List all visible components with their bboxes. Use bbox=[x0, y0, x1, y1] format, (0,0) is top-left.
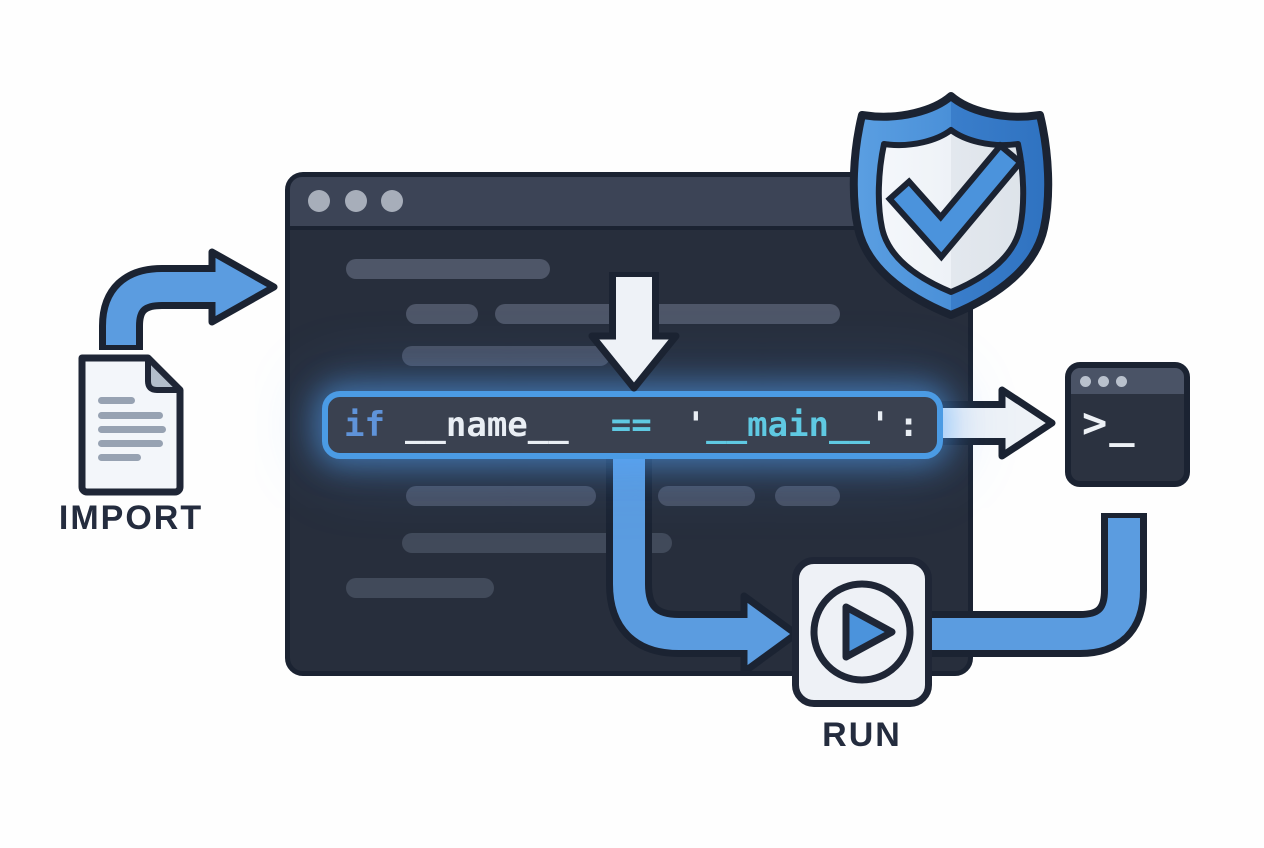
document-text-line bbox=[98, 412, 163, 419]
code-line-placeholder bbox=[402, 533, 672, 553]
code-token-keyword: if bbox=[344, 405, 385, 445]
code-token-colon: : bbox=[898, 405, 919, 445]
window-control-dot-icon bbox=[308, 190, 330, 212]
terminal-dot-icon bbox=[1080, 376, 1091, 387]
terminal-icon: >_ bbox=[1065, 362, 1190, 487]
play-circle-icon bbox=[810, 580, 914, 684]
terminal-dot-icon bbox=[1098, 376, 1109, 387]
code-token-close-quote: ' bbox=[869, 405, 891, 445]
window-control-dot-icon bbox=[345, 190, 367, 212]
document-icon bbox=[78, 354, 184, 496]
code-line-placeholder bbox=[495, 304, 840, 324]
run-button bbox=[792, 557, 932, 707]
code-token-operator: == bbox=[610, 405, 652, 445]
code-line-placeholder bbox=[402, 346, 610, 366]
terminal-dot-icon bbox=[1116, 376, 1127, 387]
document-text-line bbox=[98, 397, 135, 404]
terminal-titlebar bbox=[1071, 368, 1184, 394]
code-token-string: __main__ bbox=[706, 405, 870, 445]
code-line-placeholder bbox=[346, 578, 494, 598]
code-line-placeholder bbox=[775, 486, 840, 506]
import-label: IMPORT bbox=[58, 499, 204, 537]
document-text-line bbox=[98, 454, 141, 461]
code-line-placeholder bbox=[346, 259, 550, 279]
import-arrow-icon bbox=[99, 248, 278, 350]
window-control-dot-icon bbox=[381, 190, 403, 212]
document-text-line bbox=[98, 440, 163, 447]
editor-titlebar bbox=[290, 177, 968, 230]
main-guard-highlight-box: if __name__ == ' __main__ ' : bbox=[322, 391, 943, 459]
document-text-line bbox=[98, 426, 166, 433]
code-line-placeholder bbox=[406, 486, 596, 506]
code-line-placeholder bbox=[658, 486, 755, 506]
code-token-open-quote: ' bbox=[685, 405, 707, 445]
code-token-name: __name__ bbox=[404, 405, 569, 445]
run-label: RUN bbox=[822, 716, 902, 754]
terminal-prompt: >_ bbox=[1082, 398, 1137, 447]
code-line-placeholder bbox=[406, 304, 478, 324]
